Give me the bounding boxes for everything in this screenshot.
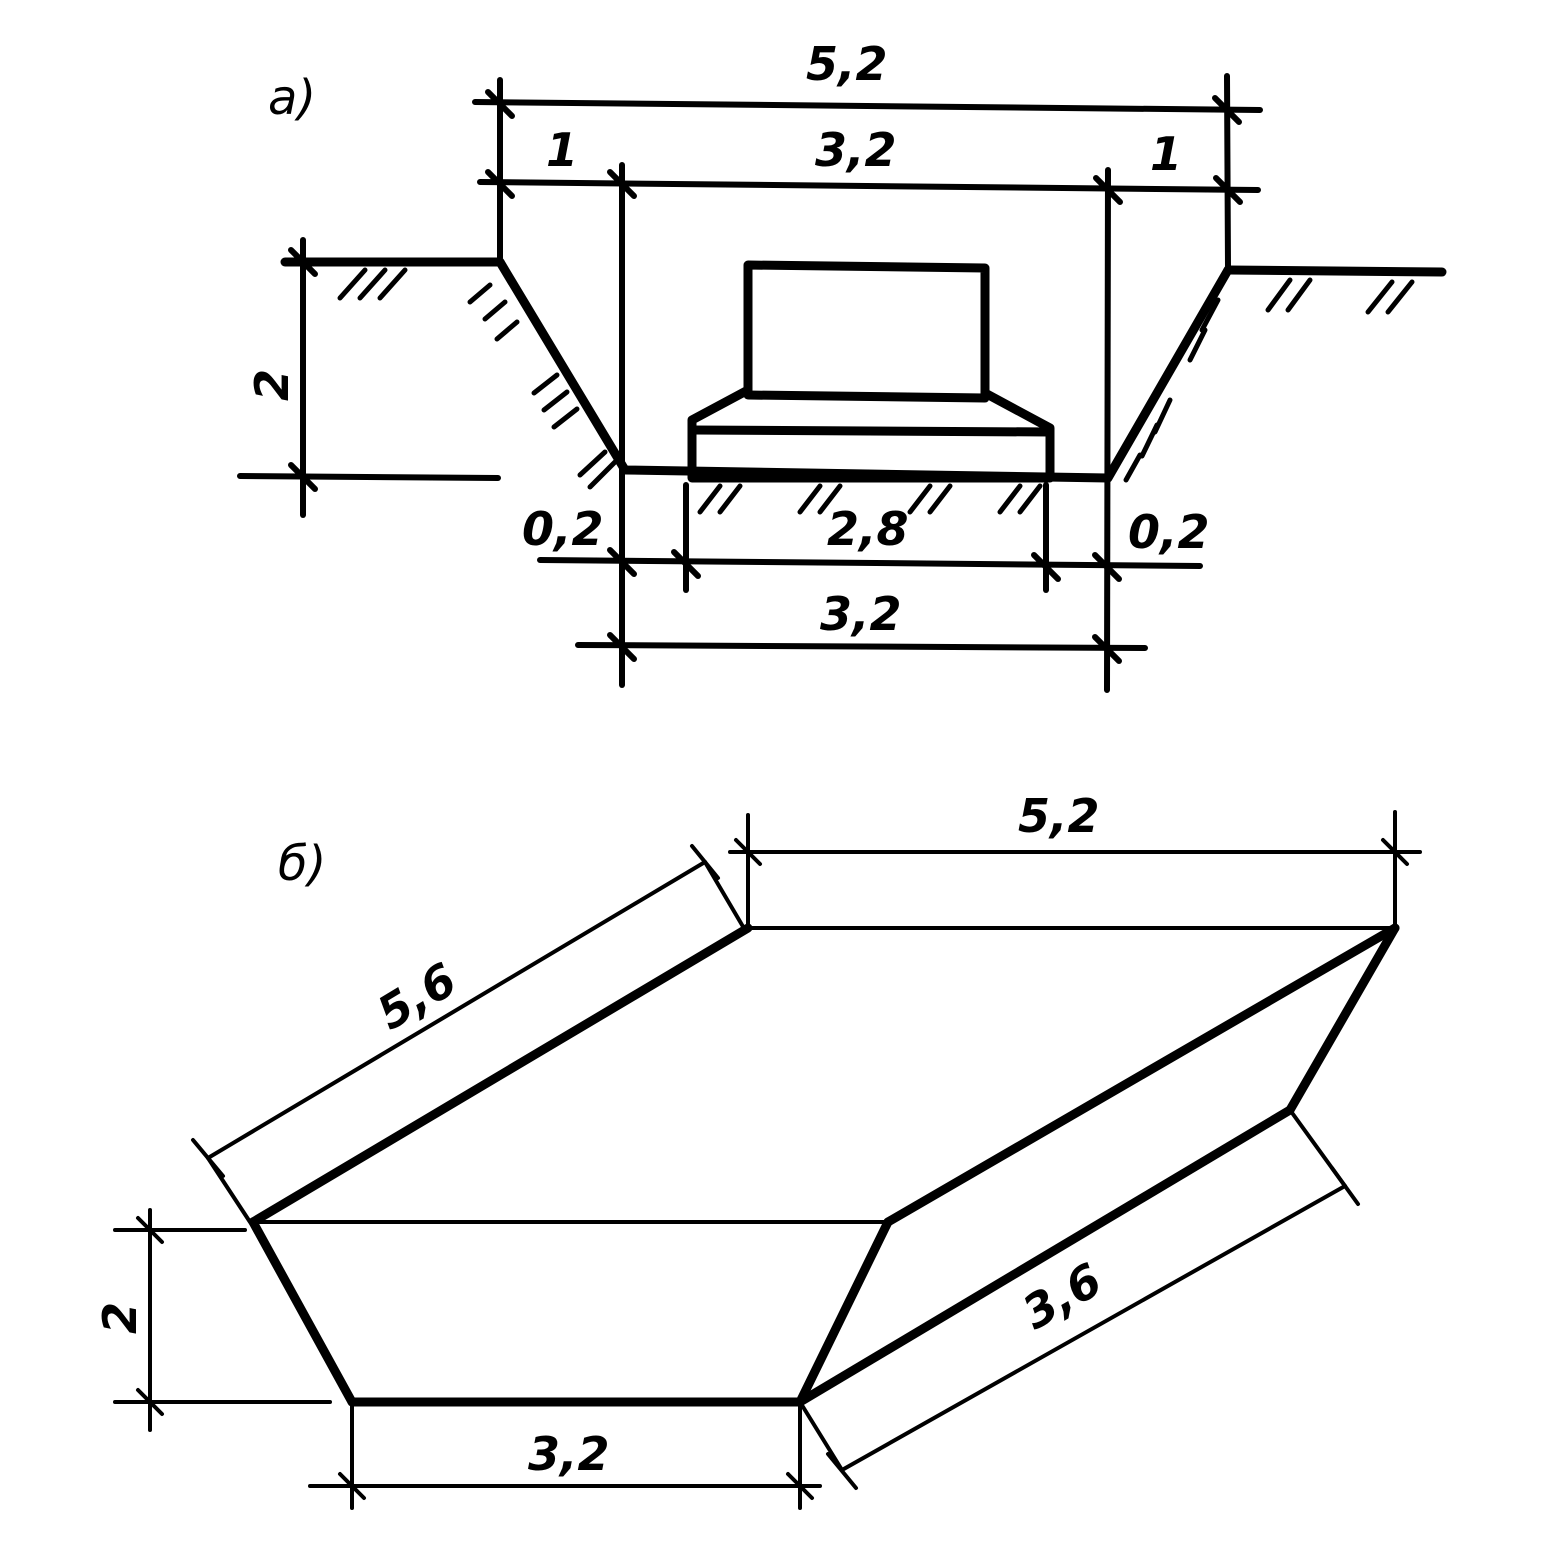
pit-outline — [248, 923, 1400, 1407]
dim-top-total-label: 5,2 — [806, 37, 888, 91]
dim-top-length-b-label: 5,6 — [368, 952, 466, 1040]
dimension-bottom-length-b: 3,6 — [798, 1108, 1360, 1490]
dim-right-offset-label: 1 — [1150, 127, 1182, 181]
top-left-edge — [248, 923, 753, 1227]
trench-profile — [495, 257, 1233, 483]
dim-base-width-label: 2,8 — [827, 502, 909, 556]
dimension-offsets-row: 1 3,2 1 — [477, 123, 1261, 693]
dimension-top-length-b: 5,6 — [191, 844, 747, 1224]
slope-back-diagonal — [883, 923, 1400, 1227]
dimension-base-row: 0,2 2,8 0,2 — [522, 482, 1210, 593]
front-left-slope — [248, 1217, 357, 1407]
dim-bottom-right-margin-label: 0,2 — [1128, 505, 1210, 559]
dimension-5-2-top: 5,2 — [472, 37, 1263, 271]
foundation-column — [743, 260, 990, 398]
section-a-tag: а) — [268, 70, 316, 126]
top-right-slope — [1285, 923, 1400, 1115]
dim-depth-b-label: 2 — [93, 1302, 147, 1334]
bottom-right-edge — [795, 1105, 1295, 1407]
foundation-block — [687, 260, 1055, 483]
foundation-footing — [687, 385, 1055, 483]
dim-depth-a-label: 2 — [245, 369, 299, 401]
front-right-slope — [795, 1217, 893, 1407]
dim-top-width-b-label: 5,2 — [1018, 789, 1100, 843]
soil-hatching — [337, 267, 1415, 515]
dim-bottom-width-b-label: 3,2 — [528, 1427, 610, 1481]
dim-left-offset-label: 1 — [546, 123, 578, 177]
section-a: а) — [237, 37, 1447, 693]
dimension-bottom-total: 3,2 — [575, 587, 1148, 664]
dimension-depth-a: 2 — [237, 237, 501, 518]
dim-bottom-total-label: 3,2 — [820, 587, 902, 641]
dim-bottom-left-margin-label: 0,2 — [522, 502, 604, 556]
section-b-tag: б) — [278, 836, 326, 892]
dim-top-inner-label: 3,2 — [815, 123, 897, 177]
dimension-bottom-width-b: 3,2 — [308, 1400, 822, 1510]
ground-line-right — [1223, 265, 1447, 277]
dimension-top-width-b: 5,2 — [728, 789, 1422, 930]
dimension-depth-b: 2 — [93, 1208, 332, 1432]
section-b: б) 5,2 5,6 — [93, 789, 1422, 1510]
